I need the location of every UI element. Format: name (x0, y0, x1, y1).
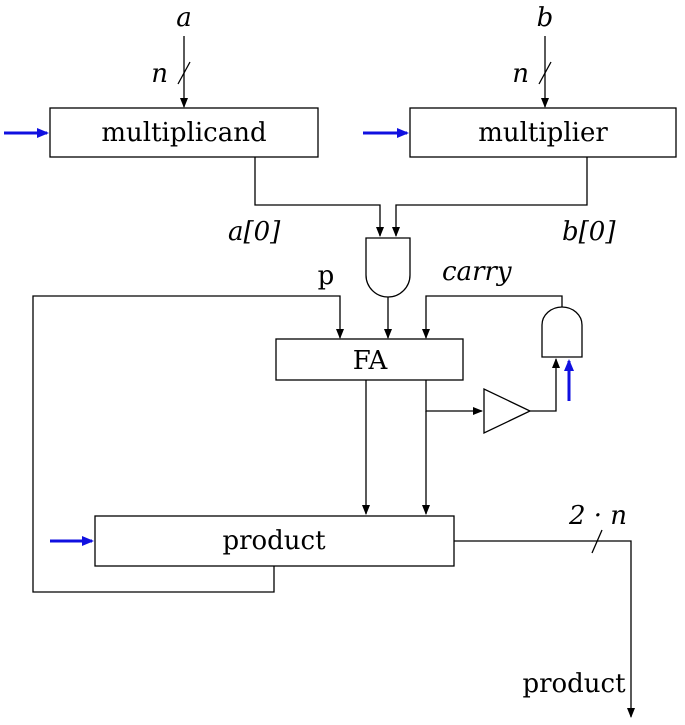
product-register (94, 515, 455, 567)
carry-label: carry (442, 257, 512, 287)
carry-feedback-wire (422, 295, 563, 339)
and-gate-partial-product (365, 237, 411, 298)
product-register-label: product (222, 526, 326, 556)
p-label: p (318, 261, 335, 291)
full-adder (275, 338, 464, 381)
bus-slash-b (538, 61, 552, 85)
output-width-label: 2 · n (568, 501, 627, 531)
multiplicand-label: multiplicand (101, 118, 266, 148)
input-b-label: b (537, 3, 554, 33)
p-feedback-wire (32, 295, 344, 593)
product-output-wire (454, 540, 635, 718)
product-output-label: product (522, 669, 626, 699)
carry-buffer (483, 387, 532, 435)
full-adder-label: FA (353, 346, 389, 376)
width-a-label: n (151, 59, 168, 89)
bus-slash-output (591, 529, 603, 554)
fa-carry-out-wire (425, 380, 483, 415)
and-gate-carry (541, 306, 583, 358)
b0-wire (392, 157, 588, 237)
input-a-label: a (176, 3, 192, 33)
width-b-label: n (512, 59, 529, 89)
multiplier-label: multiplier (478, 118, 608, 148)
buffer-to-gate-wire (530, 358, 560, 412)
multiplicand-register (49, 107, 319, 158)
a0-wire (254, 157, 384, 237)
multiplier-register (409, 107, 677, 158)
b0-label: b[0] (562, 217, 616, 247)
bus-slash-a (177, 61, 191, 85)
a0-label: a[0] (228, 217, 281, 247)
